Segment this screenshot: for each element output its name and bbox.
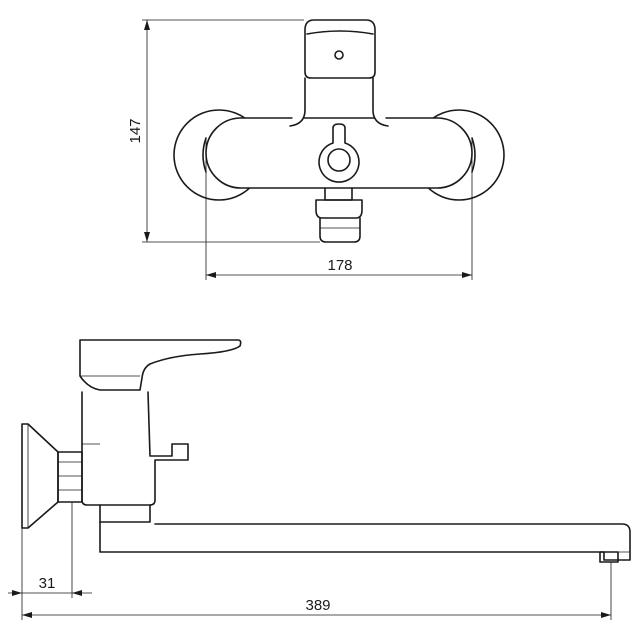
side-mixer-body xyxy=(81,391,189,506)
lever-column xyxy=(289,77,389,127)
dimension-178: 178 xyxy=(327,257,352,274)
dimension-389: 389 xyxy=(305,597,330,614)
wall-flange xyxy=(21,423,59,529)
side-lever-handle xyxy=(79,339,242,391)
aerator xyxy=(599,551,619,563)
lever-handle xyxy=(304,19,376,79)
mixer-body xyxy=(205,117,473,189)
diverter-knob xyxy=(318,123,360,183)
bottom-outlet xyxy=(324,187,353,201)
hex-connector xyxy=(57,451,83,503)
side-view: 31 389 xyxy=(8,339,631,620)
dimension-31: 31 xyxy=(39,575,56,592)
spout xyxy=(99,521,631,561)
front-view: 147 178 xyxy=(127,19,505,280)
dimension-147: 147 xyxy=(127,118,144,143)
lever-indicator xyxy=(334,50,344,60)
